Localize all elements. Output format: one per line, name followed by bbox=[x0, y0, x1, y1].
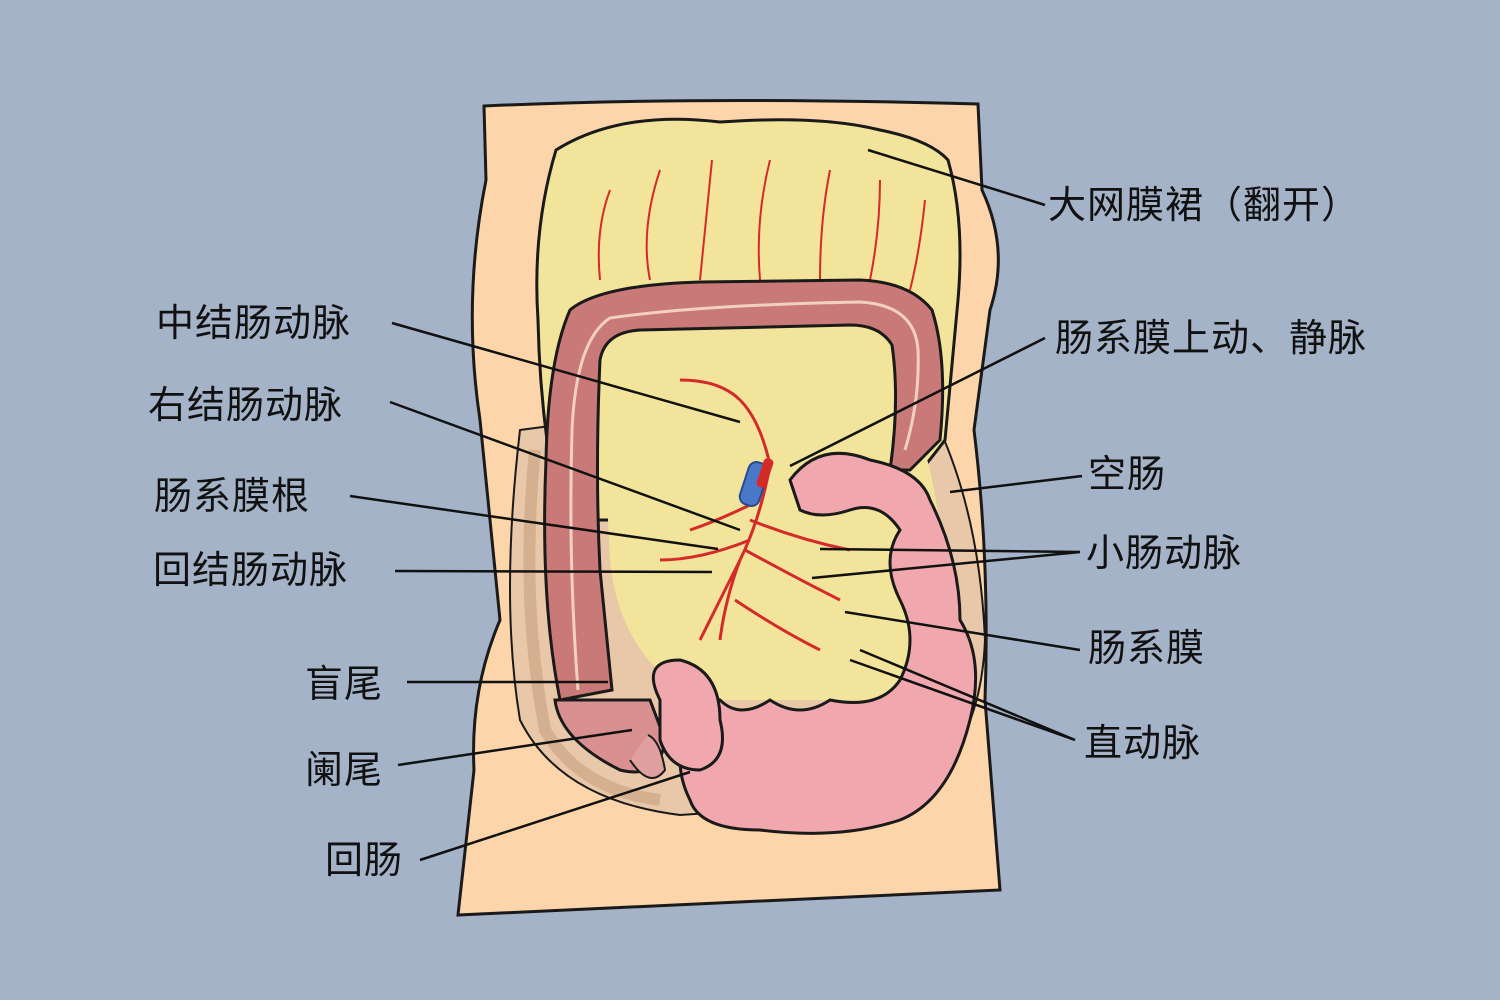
label-ileum: 回肠 bbox=[325, 838, 404, 882]
label-cecum: 盲尾 bbox=[305, 662, 384, 706]
superior-mesenteric-artery bbox=[756, 458, 774, 488]
label-mesentery: 肠系膜 bbox=[1088, 626, 1206, 670]
label-appendix: 阑尾 bbox=[305, 748, 384, 792]
mesenteric-arteries bbox=[659, 378, 851, 652]
omentum-vessels bbox=[597, 159, 926, 291]
label-ileocolic-artery: 回结肠动脉 bbox=[153, 548, 349, 592]
label-middle-colic-artery: 中结肠动脉 bbox=[156, 301, 352, 345]
small-intestine-loops bbox=[651, 451, 978, 835]
label-mesentery-root: 肠系膜根 bbox=[154, 474, 311, 518]
appendix-shape bbox=[629, 734, 667, 779]
mesentery-area bbox=[600, 345, 944, 700]
label-jejunum: 空肠 bbox=[1088, 452, 1167, 496]
large-intestine bbox=[543, 278, 945, 702]
label-greater-omentum: 大网膜裙（翻开） bbox=[1048, 183, 1361, 227]
label-vasa-recta: 直动脉 bbox=[1084, 721, 1202, 765]
label-small-intestine-artery: 小肠动脉 bbox=[1086, 531, 1243, 575]
leader-lines bbox=[349, 148, 1083, 862]
label-superior-mesenteric-vessels: 肠系膜上动、静脉 bbox=[1055, 316, 1368, 360]
label-right-colic-artery: 右结肠动脉 bbox=[148, 383, 344, 427]
